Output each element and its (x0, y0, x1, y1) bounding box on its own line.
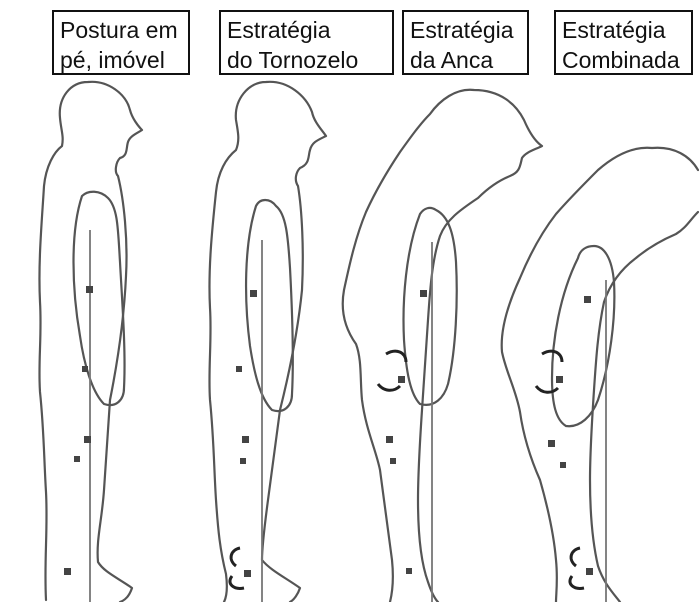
joint-marker (74, 456, 80, 462)
body-outline (343, 90, 542, 602)
body-outline (209, 82, 326, 602)
rotation-arrow (571, 548, 580, 566)
figure-ankle-strategy (209, 82, 326, 602)
figure-standing-still (39, 82, 142, 602)
joint-marker (584, 296, 591, 303)
joint-marker (82, 366, 88, 372)
rotation-arrow (378, 384, 400, 390)
figure-combined-strategy (502, 148, 698, 602)
joint-marker (548, 440, 555, 447)
joint-marker (86, 286, 93, 293)
joint-marker (386, 436, 393, 443)
rotation-arrow (386, 351, 406, 362)
rotation-arrow (230, 576, 244, 588)
joint-marker (406, 568, 412, 574)
rotation-arrow (570, 576, 584, 588)
rotation-arrow (536, 386, 558, 392)
body-outline (502, 148, 698, 602)
joint-marker (84, 436, 91, 443)
joint-marker (420, 290, 427, 297)
arm-outline (552, 246, 614, 426)
figure-hip-strategy (343, 90, 542, 602)
arm-outline (404, 208, 457, 405)
joint-marker (556, 376, 563, 383)
arm-outline (246, 200, 293, 411)
joint-marker (240, 458, 246, 464)
joint-marker (586, 568, 593, 575)
joint-marker (250, 290, 257, 297)
joint-marker (560, 462, 566, 468)
joint-marker (244, 570, 251, 577)
joint-marker (242, 436, 249, 443)
joint-marker (64, 568, 71, 575)
joint-marker (398, 376, 405, 383)
arm-outline (74, 192, 125, 405)
joint-marker (390, 458, 396, 464)
rotation-arrow (231, 548, 240, 566)
joint-marker (236, 366, 242, 372)
